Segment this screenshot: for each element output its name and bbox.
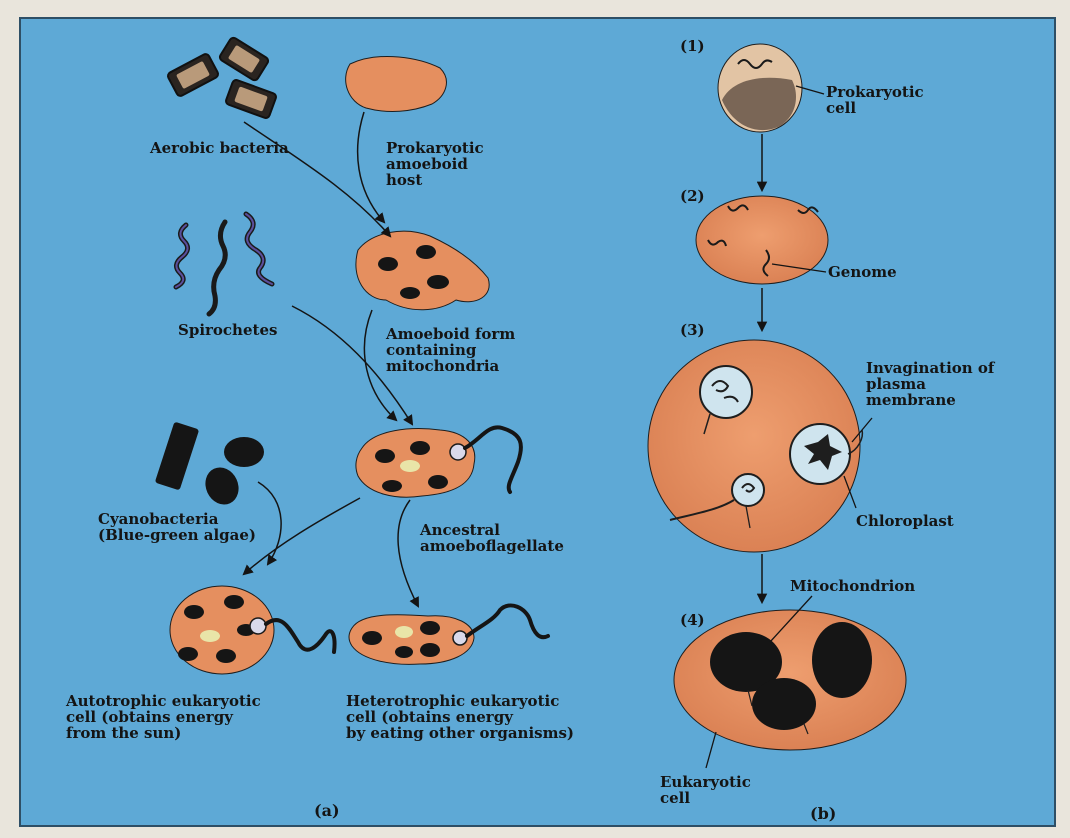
stage-2-label: (2)	[680, 188, 705, 204]
label-mitochondrion: Mitochondrion	[790, 578, 915, 594]
label-heterotrophic: Heterotrophic eukaryotic cell (obtains e…	[346, 693, 574, 741]
panel-a-label: (a)	[314, 803, 340, 819]
label-amoeboid-mitochondria: Amoeboid form containing mitochondria	[386, 326, 515, 374]
prokaryotic-host-cell	[346, 56, 447, 111]
label-prokaryotic-cell: Prokaryotic cell	[826, 84, 924, 116]
stage-1-label: (1)	[680, 38, 705, 54]
label-invagination: Invagination of plasma membrane	[866, 360, 994, 408]
label-genome: Genome	[828, 264, 897, 280]
label-cyanobacteria: Cyanobacteria (Blue-green algae)	[98, 511, 256, 543]
label-chloroplast: Chloroplast	[856, 513, 954, 529]
label-eukaryotic-cell: Eukaryotic cell	[660, 774, 751, 806]
label-aerobic-bacteria: Aerobic bacteria	[150, 140, 289, 156]
stage-4-label: (4)	[680, 612, 705, 628]
label-autotrophic: Autotrophic eukaryotic cell (obtains ene…	[66, 693, 261, 741]
label-prokaryotic-host: Prokaryotic amoeboid host	[386, 140, 484, 188]
prokaryote-with-genome	[696, 196, 828, 284]
label-ancestral-amoeboflagellate: Ancestral amoeboflagellate	[420, 522, 564, 554]
stage-3-label: (3)	[680, 322, 705, 338]
label-spirochetes: Spirochetes	[178, 322, 277, 338]
panel-b-label: (b)	[810, 806, 836, 822]
